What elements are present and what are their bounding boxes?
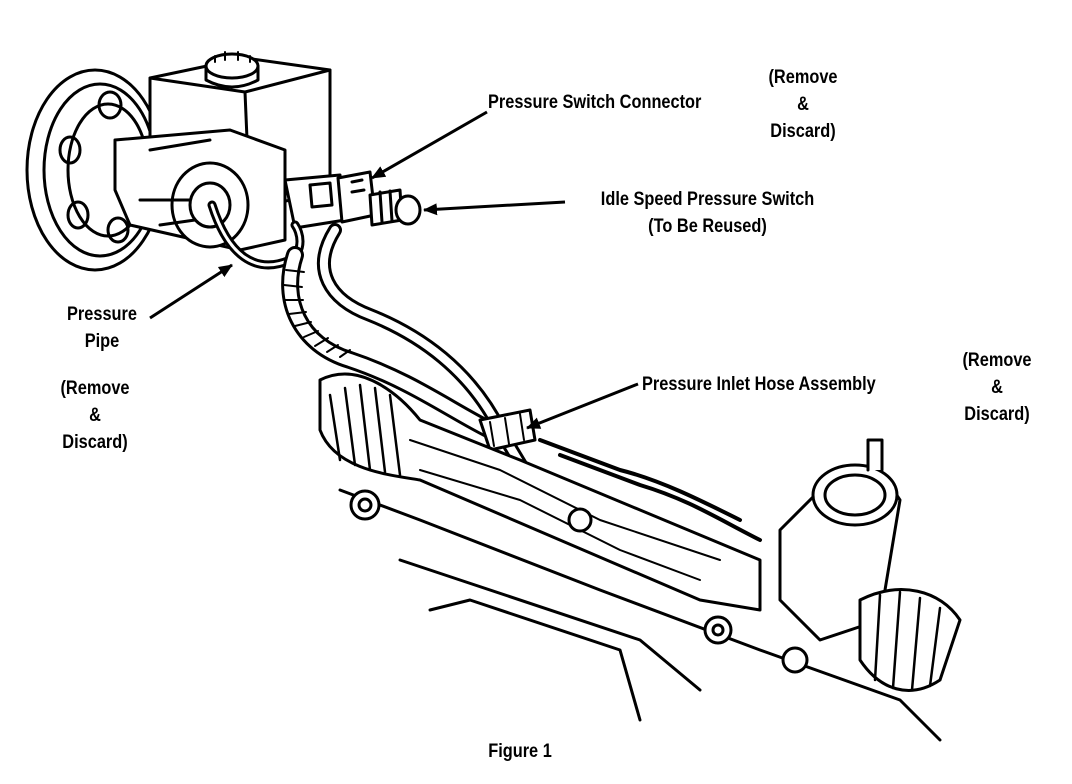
arrow-pressure-pipe [149, 263, 233, 320]
figure-caption: Figure 1 [488, 741, 552, 762]
pressure-inlet-hose [317, 223, 567, 537]
label-pressure-pipe: Pressure Pipe [67, 304, 137, 352]
pressure-switch-connector [336, 170, 377, 224]
label-remove-discard-3: (Remove & Discard) [962, 350, 1032, 425]
label-remove-discard-1: (Remove & Discard) [768, 67, 838, 142]
arrow-idle-speed-switch [423, 200, 566, 216]
steering-rack [318, 372, 762, 612]
pump-body [113, 128, 347, 252]
arrow-pressure-inlet-hose [526, 382, 639, 430]
idle-speed-pressure-switch [368, 188, 422, 227]
label-pressure-switch-connector: Pressure Switch Connector [488, 92, 702, 113]
steering-valve-housing [778, 438, 962, 692]
crossmember [338, 488, 942, 742]
label-pressure-inlet-hose-assembly: Pressure Inlet Hose Assembly [642, 374, 876, 395]
label-remove-discard-2: (Remove & Discard) [60, 378, 130, 453]
label-idle-speed-pressure-switch: Idle Speed Pressure Switch (To Be Reused… [600, 189, 815, 237]
arrow-pressure-switch-connector [371, 110, 488, 180]
return-hose [281, 246, 499, 439]
